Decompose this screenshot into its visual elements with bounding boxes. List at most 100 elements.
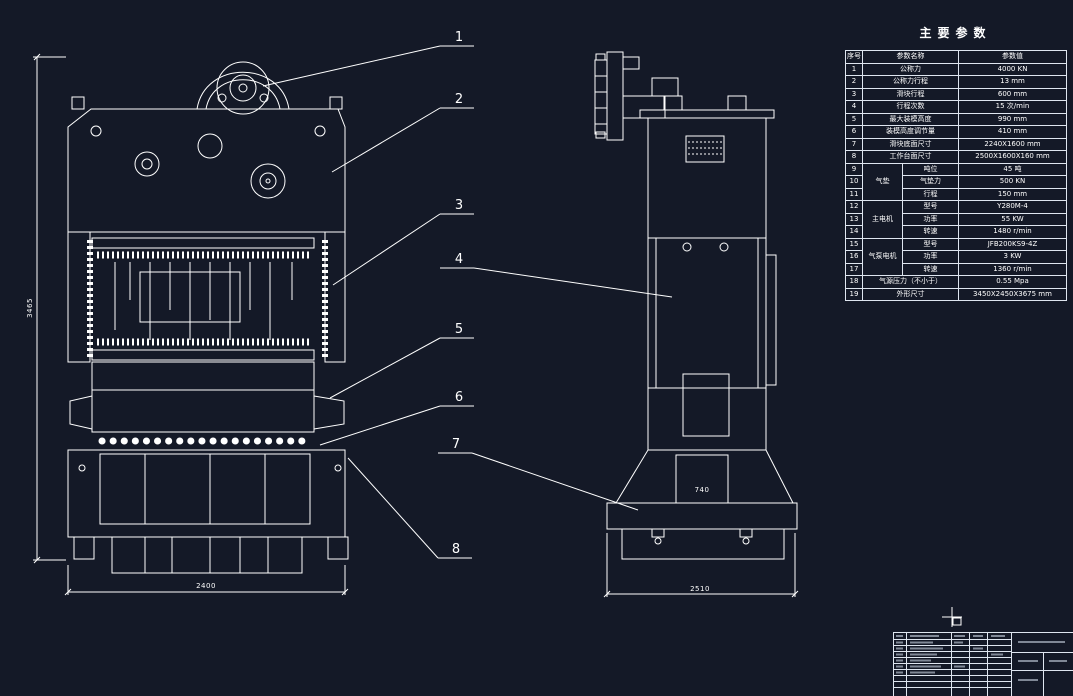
param-cell: 45 吨 [958,162,1067,176]
side-view-drawing [594,51,798,560]
param-cell: 5 [845,112,863,126]
param-cell: 气垫力 [902,175,959,189]
param-cell: 13 mm [958,75,1067,89]
front-view-drawing [67,61,349,574]
param-cell: 15 次/min [958,100,1067,114]
param-cell: 滑块行程 [862,87,959,101]
param-row: 序号参数名称参数值 [845,50,1067,64]
dimension-label-side-width: 2510 [690,585,710,593]
param-cell: 3450X2450X3675 mm [958,287,1067,301]
param-cell: 参数名称 [862,50,959,64]
param-cell: 主电机 [862,200,903,239]
param-cell: 最大装模高度 [862,112,959,126]
param-cell: 4000 KN [958,62,1067,76]
param-cell: 气源压力（不小于） [862,275,959,289]
param-cell: 1480 r/min [958,225,1067,239]
param-cell: 13 [845,212,863,226]
param-cell: 公称力行程 [862,75,959,89]
param-cell: 2 [845,75,863,89]
param-cell: 10 [845,175,863,189]
param-cell: 序号 [845,50,863,64]
param-cell: 6 [845,125,863,139]
param-cell: 2240X1600 mm [958,137,1067,151]
callout-8: 8 [451,542,461,557]
callout-7: 7 [451,437,461,452]
param-cell: 外形尺寸 [862,287,959,301]
callout-4: 4 [454,252,464,267]
param-cell: 8 [845,150,863,164]
param-cell: 14 [845,225,863,239]
param-cell: 11 [845,187,863,201]
dimension-label-pedestal-inner: 740 [694,486,710,494]
param-cell: 功率 [902,212,959,226]
param-cell: 工作台面尺寸 [862,150,959,164]
param-cell: 2500X1600X160 mm [958,150,1067,164]
param-cell: 4 [845,100,863,114]
param-cell: 3 KW [958,250,1067,264]
dimension-lines [33,53,799,598]
param-cell: 17 [845,262,863,276]
title-block [893,630,1073,696]
callout-2: 2 [454,92,464,107]
param-cell: 参数值 [958,50,1067,64]
param-cell: 990 mm [958,112,1067,126]
param-cell: 500 KN [958,175,1067,189]
param-cell: 行程 [902,187,959,201]
param-cell: Y280M-4 [958,200,1067,214]
param-cell: 9 [845,162,863,176]
param-cell: 转速 [902,262,959,276]
param-cell: 装模高度调节量 [862,125,959,139]
param-cell: 公称力 [862,62,959,76]
param-cell: 吨位 [902,162,959,176]
dimension-label-front-height: 3465 [26,298,34,318]
param-cell: 气泵电机 [862,237,903,276]
param-cell: 19 [845,287,863,301]
param-cell: 18 [845,275,863,289]
param-cell: 1 [845,62,863,76]
param-cell: 16 [845,250,863,264]
param-cell: 410 mm [958,125,1067,139]
parameters-table-title: 主要参数 [919,26,992,40]
crosshair-marker [938,603,970,633]
param-cell: 型号 [902,237,959,251]
param-cell: 12 [845,200,863,214]
callout-3: 3 [454,198,464,213]
param-cell: 转速 [902,225,959,239]
title-block-text-lines [896,635,1067,681]
param-cell: 600 mm [958,87,1067,101]
param-cell: 型号 [902,200,959,214]
param-cell: 55 KW [958,212,1067,226]
param-cell: 行程次数 [862,100,959,114]
callout-leaders [262,45,673,559]
param-cell: 150 mm [958,187,1067,201]
param-cell: 15 [845,237,863,251]
callout-5: 5 [454,322,464,337]
param-cell: 气垫 [862,162,903,201]
param-cell: 1360 r/min [958,262,1067,276]
param-cell: 7 [845,137,863,151]
param-cell: 3 [845,87,863,101]
param-cell: JFB200KS9-4Z [958,237,1067,251]
callout-6: 6 [454,390,464,405]
param-cell: 功率 [902,250,959,264]
param-cell: 滑块底面尺寸 [862,137,959,151]
